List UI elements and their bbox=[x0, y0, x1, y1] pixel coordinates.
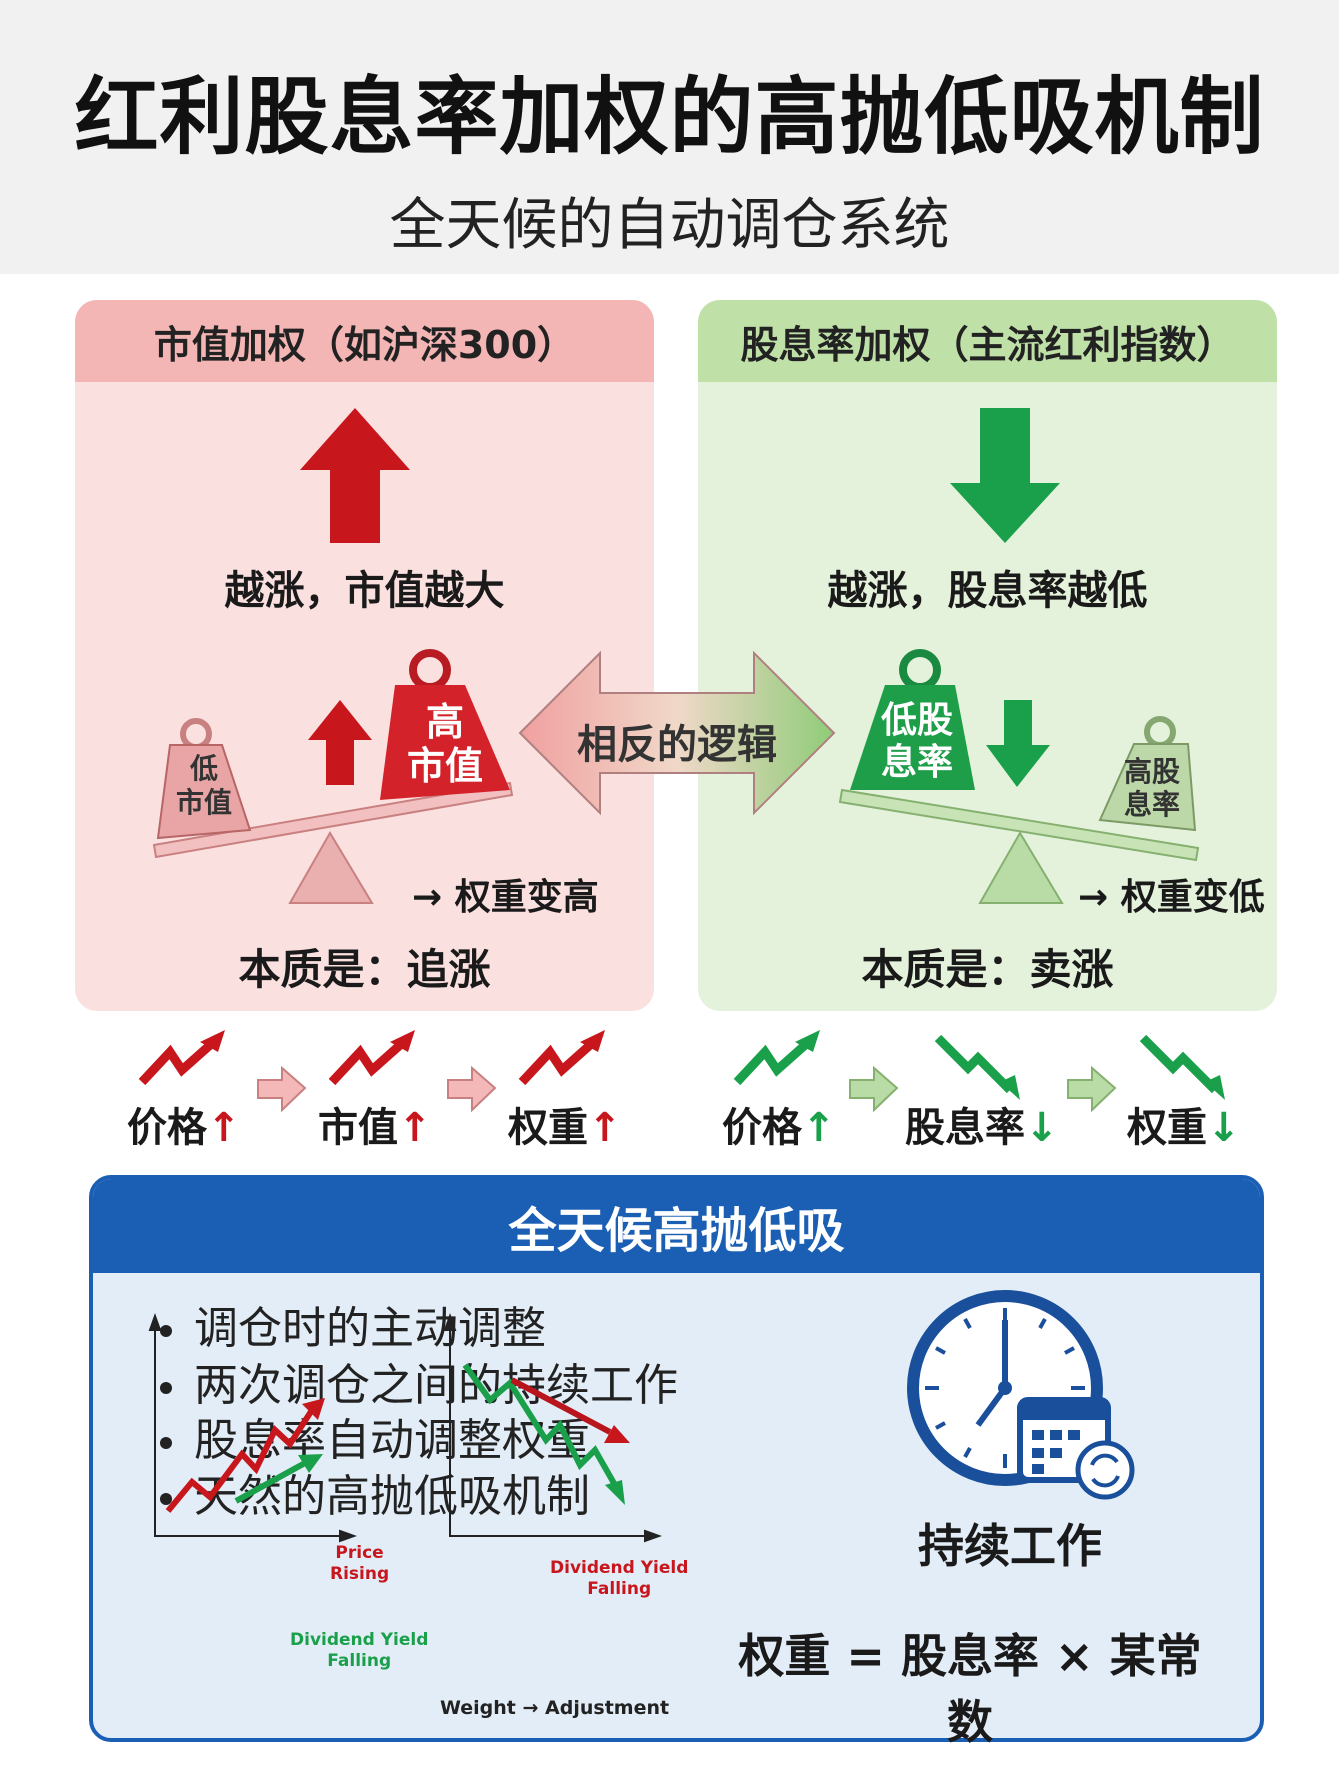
price-rising-line bbox=[165, 1408, 315, 1513]
page-title: 红利股息率加权的高抛低吸机制 bbox=[74, 68, 1265, 166]
bullet-item: 调仓时的主动调整 bbox=[160, 1292, 546, 1356]
fulcrum-icon bbox=[288, 831, 374, 904]
weight-high-label: 高市值 bbox=[406, 700, 483, 788]
page-subtitle: 全天候的自动调仓系统 bbox=[389, 193, 950, 258]
next-arrow-icon bbox=[849, 1065, 899, 1113]
trend-up-icon bbox=[518, 1034, 601, 1086]
left-result: → 权重变高 bbox=[412, 877, 599, 918]
dividend-yield-falling-arrow bbox=[510, 1377, 612, 1435]
trend-down-icon bbox=[1139, 1034, 1219, 1094]
up-arrow-icon bbox=[300, 408, 410, 543]
left-caption: 越涨，市值越大 bbox=[224, 568, 505, 614]
weight-high-icon bbox=[380, 649, 510, 800]
bullet-item: 天然的高抛低吸机制 bbox=[160, 1460, 590, 1524]
clock-caption: 持续工作 bbox=[918, 1519, 1102, 1573]
dividend-yield-falling-line bbox=[234, 1460, 307, 1504]
fulcrum-icon bbox=[978, 831, 1064, 904]
left-essence: 本质是：追涨 bbox=[238, 945, 491, 994]
panel-title: 股息率加权（主流红利指数） bbox=[698, 300, 1277, 382]
panel-title: 市值加权（如沪深300） bbox=[75, 300, 654, 382]
right-result: → 权重变低 bbox=[1078, 877, 1265, 918]
small-down-arrow-icon bbox=[986, 700, 1050, 787]
formula: 权重 = 股息率 × 某常数 bbox=[738, 1629, 1202, 1749]
next-arrow-icon bbox=[447, 1065, 497, 1113]
mini-chart-price bbox=[148, 1313, 357, 1543]
weight-falling-line bbox=[462, 1363, 618, 1487]
trend-down-icon bbox=[934, 1034, 1014, 1094]
down-arrow-icon bbox=[950, 408, 1060, 543]
mini-chart-weight bbox=[443, 1313, 662, 1543]
summary-graphics bbox=[148, 1290, 1135, 1543]
flow-graphics bbox=[138, 1030, 1225, 1113]
flow-item-price: 价格↑ bbox=[127, 1105, 241, 1151]
weight-low-icon bbox=[156, 718, 252, 840]
weight-low-yield-label: 低股息率 bbox=[880, 700, 953, 783]
flow-item-market-cap: 市值↑ bbox=[318, 1105, 432, 1151]
flow-item-price: 价格↑ bbox=[722, 1105, 836, 1151]
trend-up-icon bbox=[138, 1034, 221, 1086]
weight-high-yield-label: 高股息率 bbox=[1123, 755, 1180, 821]
calendar-icon bbox=[1017, 1397, 1135, 1500]
market-cap-panel: 市值加权（如沪深300） bbox=[75, 300, 654, 1011]
weight-low-label: 低市值 bbox=[175, 752, 232, 819]
trend-up-icon bbox=[328, 1034, 411, 1086]
chart-xlabel: Weight → Adjustment bbox=[440, 1697, 670, 1719]
summary-title: 全天候高抛低吸 bbox=[93, 1179, 1260, 1273]
right-essence: 本质是：卖涨 bbox=[861, 945, 1114, 994]
double-arrow-icon bbox=[518, 650, 836, 816]
title-band bbox=[0, 0, 1339, 274]
next-arrow-icon bbox=[257, 1065, 307, 1113]
panel-graphics bbox=[152, 408, 1200, 904]
flow-item-weight: 权重↓ bbox=[1127, 1105, 1241, 1151]
trend-up-icon bbox=[733, 1034, 816, 1086]
flow-item-dividend-yield: 股息率↓ bbox=[905, 1105, 1059, 1151]
small-up-arrow-icon bbox=[308, 700, 372, 785]
weight-high-yield-icon bbox=[850, 649, 975, 790]
weight-low-yield-icon bbox=[1098, 716, 1197, 832]
seesaw-beam-icon bbox=[152, 781, 514, 859]
next-arrow-icon bbox=[1067, 1065, 1117, 1113]
bullet-item: 两次调仓之间的持续工作 bbox=[160, 1349, 678, 1413]
right-caption: 越涨，股息率越低 bbox=[827, 568, 1148, 614]
center-arrow-label: 相反的逻辑 bbox=[577, 722, 777, 768]
flow-item-weight: 权重↑ bbox=[508, 1105, 622, 1151]
seesaw-beam-icon bbox=[838, 788, 1200, 862]
dividend-yield-panel: 股息率加权（主流红利指数） bbox=[698, 300, 1277, 1011]
